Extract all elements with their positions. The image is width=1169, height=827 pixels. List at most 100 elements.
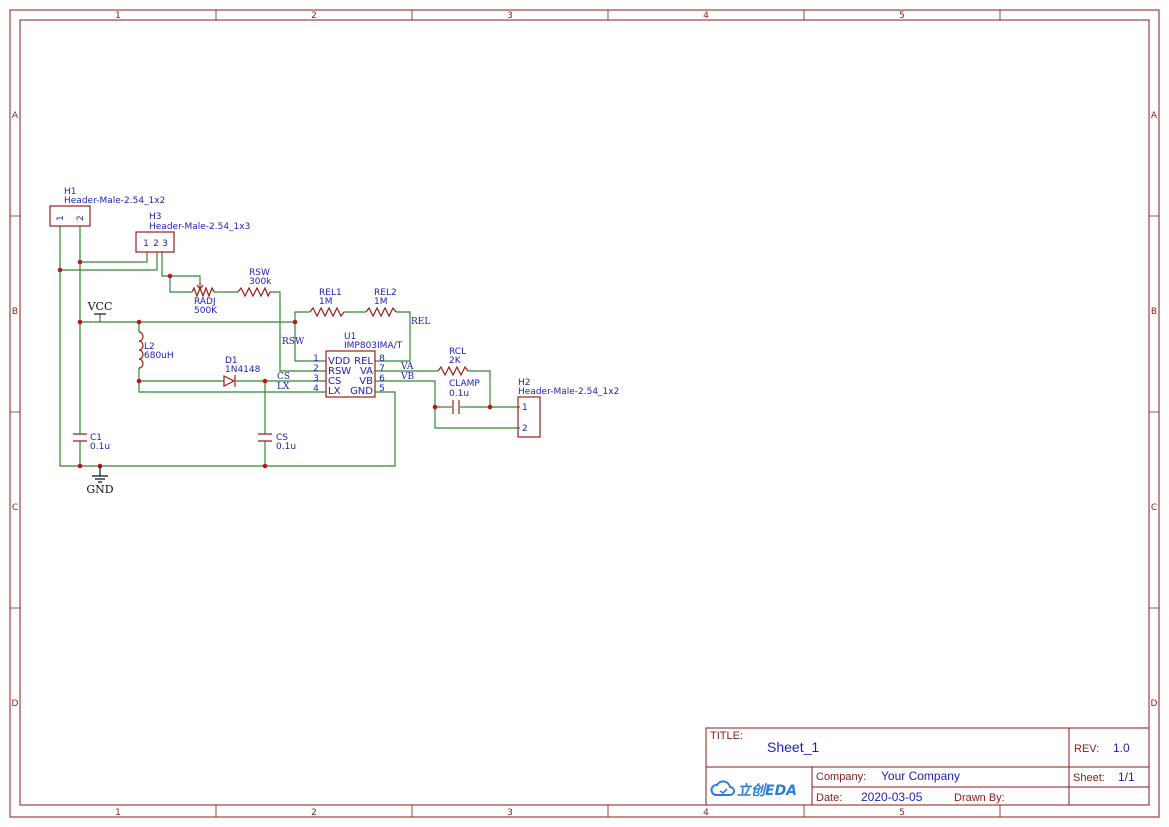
company-caption: Company: [816,771,866,783]
junction-dot [77,259,83,265]
u1-pin-num: 6 [379,374,385,384]
resistor-rcl[interactable]: RCL 2K [437,347,469,377]
rsw-value: 300k [249,277,272,287]
h3-pin-1: 1 [143,239,149,249]
row-label: D [1151,699,1158,709]
h3-value: Header-Male-2.54_1x3 [149,222,250,232]
title-block: TITLE: Sheet_1 REV: 1.0 Company: Your Co… [705,727,1150,806]
u1-pin-num: 7 [379,364,385,374]
column-label: 3 [507,11,513,21]
junction-dot [487,404,493,410]
column-label: 2 [311,11,317,21]
power-gnd: GND [86,466,114,496]
row-label: A [12,111,19,121]
row-label: B [12,307,18,317]
net-labels: RSW REL CS LX VA VB [277,317,430,392]
resistor-rel2[interactable]: REL2 1M [365,288,397,318]
rel2-ref: REL2 [374,288,397,298]
power-vcc: VCC [87,300,112,315]
junction-dot [262,463,268,469]
sheet-caption: Sheet: [1073,772,1105,784]
row-label: B [1151,307,1157,317]
sheet-frame [9,9,1160,818]
h2-pin-1: 1 [522,403,528,413]
column-label: 2 [311,808,317,818]
h1-ref: H1 [64,187,77,197]
junctions [57,259,493,469]
rel1-ref: REL1 [319,288,342,298]
junction-dot [167,273,173,279]
column-label: 4 [703,808,709,818]
junction-dot [136,378,142,384]
h3-pin-3: 3 [162,239,168,249]
net-label-rel: REL [411,317,430,327]
c1-ref: C1 [90,433,102,443]
row-label: A [1151,111,1158,121]
capacitor-clamp[interactable]: CLAMP 0.1u [449,379,480,414]
junction-dot [77,463,83,469]
rcl-value: 2K [449,356,462,366]
u1-pin-name: LX [328,386,341,397]
date-caption: Date: [816,792,842,804]
column-label: 1 [115,11,121,21]
rsw-ref: RSW [249,268,270,278]
rel2-value: 1M [374,297,388,307]
junction-dot [136,319,142,325]
logo-text: 立创EDA [737,782,797,799]
rev-caption: REV: [1074,743,1099,755]
header-h3[interactable]: 1 2 3 H3 Header-Male-2.54_1x3 [135,212,250,253]
row-label: C [1151,503,1157,513]
company-value: Your Company [881,769,960,783]
clamp-ref: CLAMP [449,379,480,389]
u1-pin-num: 1 [313,354,319,364]
capacitor-c1[interactable]: C1 0.1u [73,433,110,452]
u1-ref: U1 [344,332,356,342]
column-label: 3 [507,808,513,818]
row-label: C [12,503,18,513]
u1-pin-num: 2 [313,364,319,374]
rev-value: 1.0 [1113,741,1130,755]
h1-pin-2: 2 [76,215,86,221]
u1-pin-name: RSW [328,366,351,377]
gnd-label: GND [86,483,113,496]
header-h2[interactable]: 1 2 H2 Header-Male-2.54_1x2 [517,378,619,438]
h2-pin-2: 2 [522,424,528,434]
zone-labels: 1 2 3 4 5 1 2 3 4 5 A B C D A B C D [12,11,1158,818]
ic-u1[interactable]: U1 IMP803IMA/T 1 2 3 4 VDD RSW CS LX 8 7… [313,332,403,398]
wires [59,226,520,467]
header-h1[interactable]: 1 2 H1 Header-Male-2.54_1x2 [49,187,165,227]
junction-dot [77,319,83,325]
u1-pin-name: VB [359,376,373,387]
row-label: D [12,699,19,709]
h2-ref: H2 [518,378,531,388]
column-label: 5 [899,11,905,21]
net-label-rsw: RSW [282,337,305,347]
potentiometer-radj[interactable]: RADJ 500K [191,283,218,316]
capacitor-cs[interactable]: CS 0.1u [258,433,296,452]
resistor-rsw[interactable]: RSW 300k [237,268,272,298]
net-label-cs: CS [277,372,290,382]
junction-dot [57,267,63,273]
junction-dot [292,319,298,325]
u1-pin-name: CS [328,376,341,387]
sheet-title: Sheet_1 [767,739,819,755]
h3-ref: H3 [149,212,162,222]
net-label-va: VA [400,362,414,372]
inductor-l2[interactable]: L2 680uH [138,331,174,369]
diode-d1[interactable]: D1 1N4148 [223,356,261,387]
junction-dot [262,378,268,384]
u1-pin-num: 8 [379,354,385,364]
l2-ref: L2 [144,342,155,352]
u1-pin-name: REL [354,356,373,367]
h1-value: Header-Male-2.54_1x2 [64,196,165,206]
clamp-value: 0.1u [449,389,469,399]
u1-pin-name: GND [350,386,373,397]
drawn-by-caption: Drawn By: [954,792,1005,804]
resistor-rel1[interactable]: REL1 1M [309,288,345,318]
d1-value: 1N4148 [225,365,261,375]
cloud-icon [710,780,735,796]
c1-value: 0.1u [90,442,110,452]
u1-pin-name: VA [360,366,373,377]
radj-value: 500K [194,306,218,316]
